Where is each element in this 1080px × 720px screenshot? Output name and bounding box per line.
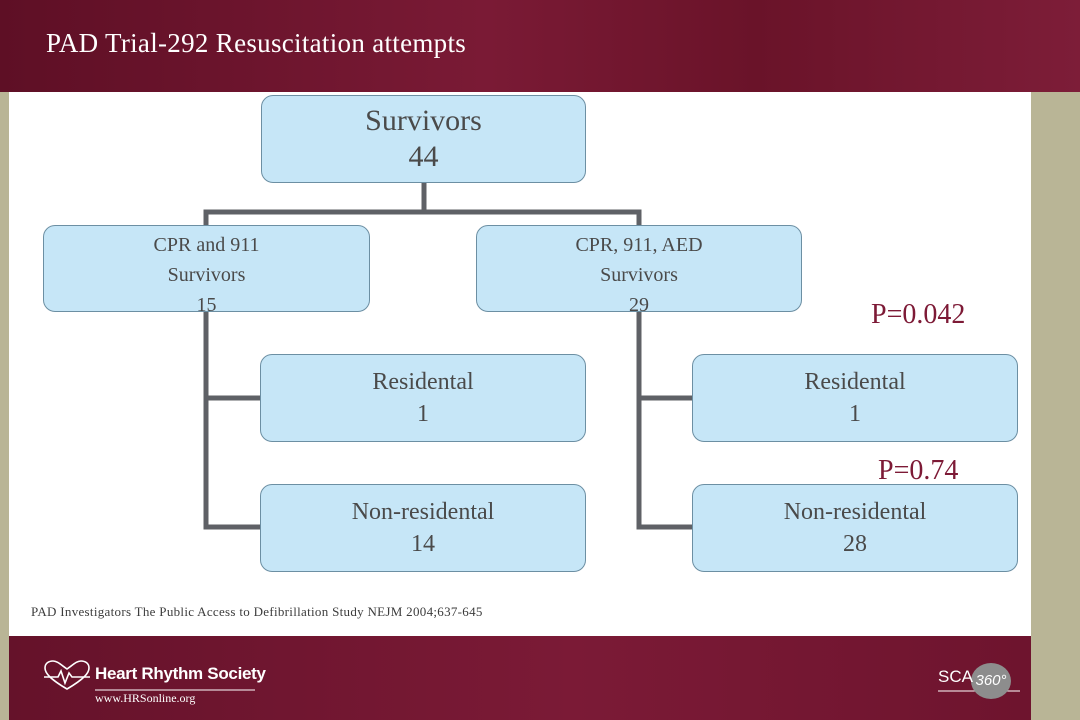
sca-text: SCA	[938, 667, 973, 686]
node-value: 1	[849, 401, 861, 427]
node-right-nonresidential: Non-residental 28	[692, 484, 1018, 572]
node-label: Survivors	[365, 104, 482, 137]
node-value: 1	[417, 401, 429, 427]
pvalue-nonresidential: P=0.74	[878, 455, 959, 486]
footer-org-name: Heart Rhythm Society	[95, 664, 266, 683]
footer-url[interactable]: www.HRSonline.org	[95, 691, 196, 705]
node-cpr-911-aed-survivors: CPR, 911, AED Survivors 29	[476, 225, 802, 316]
header-bar: PAD Trial-292 Resuscitation attempts	[0, 0, 1080, 92]
node-left-residential: Residental 1	[260, 354, 586, 442]
node-label: Non-residental	[783, 499, 927, 525]
node-value: 14	[411, 531, 435, 557]
heart-rhythm-society-logo-icon	[44, 660, 255, 691]
sca-badge: 360°	[971, 663, 1011, 699]
node-label: Residental	[804, 369, 906, 395]
citation-text: PAD Investigators The Public Access to D…	[31, 604, 483, 619]
node-value: 44	[408, 140, 439, 173]
node-label: Non-residental	[351, 499, 495, 525]
slide-title: PAD Trial-292 Resuscitation attempts	[46, 28, 467, 58]
node-survivors-total: Survivors 44	[261, 95, 586, 183]
left-margin	[0, 92, 9, 720]
node-cpr-911-survivors: CPR and 911 Survivors 15	[43, 225, 370, 316]
node-label-line1: CPR, 911, AED	[575, 234, 703, 256]
node-value: 28	[843, 531, 867, 557]
node-right-residential: Residental 1	[692, 354, 1018, 442]
pvalue-residential: P=0.042	[871, 299, 966, 330]
node-label-line1: CPR and 911	[153, 234, 260, 256]
right-margin	[1031, 92, 1080, 720]
node-label-line2: Survivors	[600, 264, 678, 286]
node-label-line2: Survivors	[167, 264, 246, 286]
footer-bar	[9, 636, 1031, 720]
node-left-nonresidential: Non-residental 14	[260, 484, 586, 572]
node-label: Residental	[372, 369, 474, 395]
node-value: 29	[629, 294, 649, 316]
node-value: 15	[196, 294, 217, 316]
